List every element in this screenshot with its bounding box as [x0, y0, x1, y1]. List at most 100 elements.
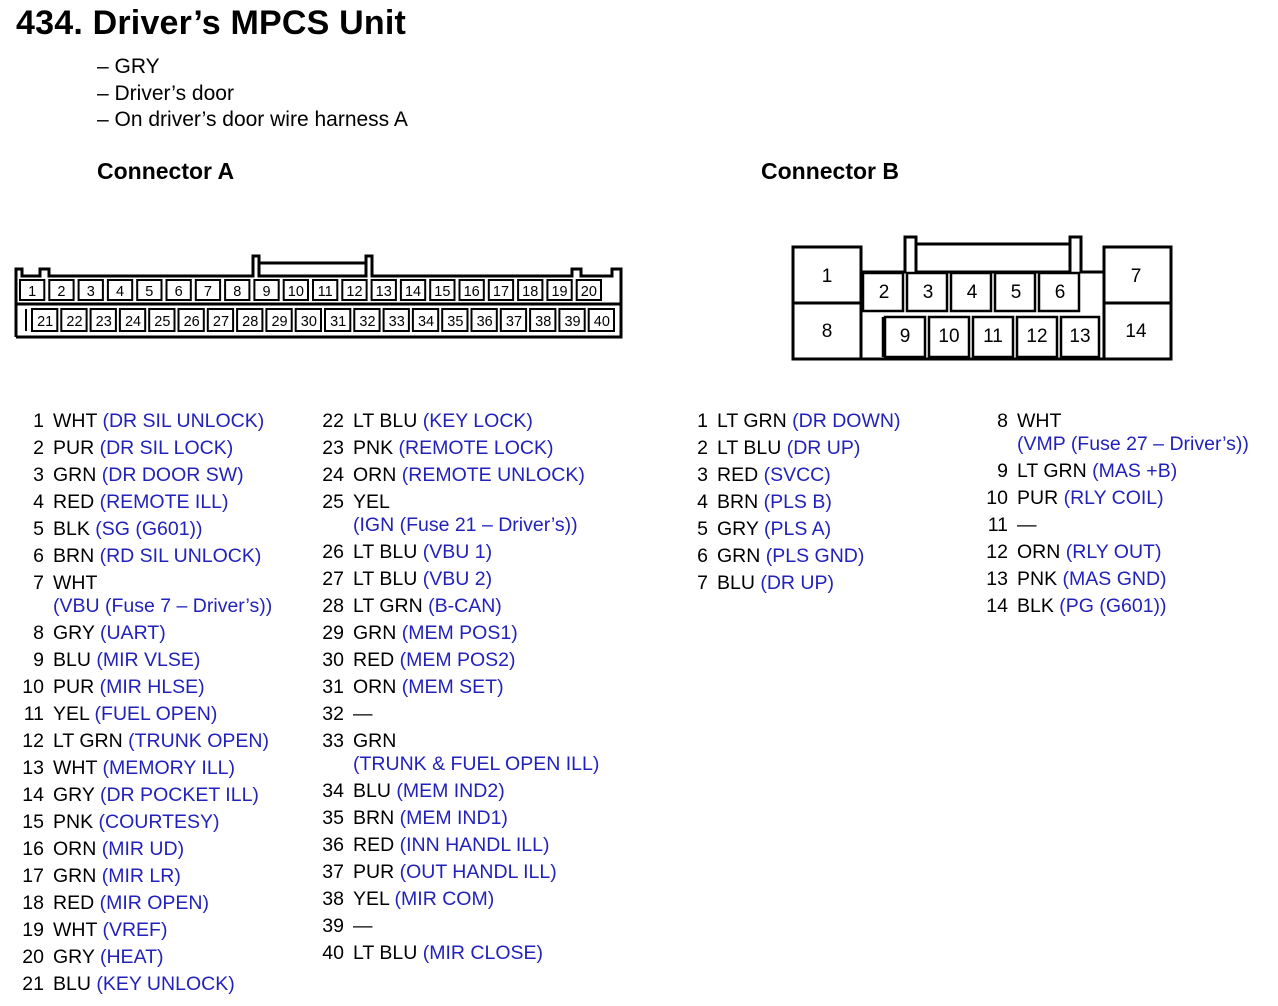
connector-a-cavity-number: 30: [301, 314, 317, 330]
signal-name: (MIR HLSE): [94, 676, 205, 698]
pin-number: 33: [322, 730, 344, 752]
wire-color: LT GRN (B-CAN): [353, 595, 502, 617]
connector-a-cavity-number: 17: [493, 284, 509, 300]
pin-row: 36 RED (INN HANDL ILL): [316, 832, 646, 859]
wire-color: LT BLU (DR UP): [717, 437, 861, 459]
wire-color: PUR (DR SIL LOCK): [53, 437, 234, 459]
wire-color: —: [1017, 514, 1037, 536]
connector-a-cavity: [470, 308, 498, 332]
wire-color: BLK (PG (G601)): [1017, 595, 1167, 617]
signal-name: (DR UP): [754, 572, 835, 594]
wire-color: RED (INN HANDL ILL): [353, 834, 550, 856]
connector-b-cavity-number: 11: [983, 326, 1003, 347]
connector-a-cavity-number: 8: [233, 284, 241, 300]
pin-number: 23: [322, 437, 344, 459]
signal-name: (COURTESY): [93, 811, 220, 833]
pin-number: 13: [986, 568, 1008, 590]
pin-number: 4: [697, 491, 708, 513]
connector-a-cavity: [575, 279, 603, 301]
wire-color: WHT (DR SIL UNLOCK): [53, 410, 265, 432]
connector-a-cavity-number: 33: [389, 314, 405, 330]
signal-name: (DR POCKET ILL): [94, 784, 259, 806]
connector-a-cavity-number: 1: [28, 284, 36, 300]
connector-b-cavity-number: 3: [923, 282, 934, 303]
connector-a-cavity-number: 12: [346, 284, 362, 300]
pin-number: 36: [322, 834, 344, 856]
pin-number: 13: [22, 757, 44, 779]
connector-a-cavity: [136, 279, 163, 301]
pin-number: 9: [33, 649, 44, 671]
connector-b-cavity: [861, 271, 905, 313]
connector-a-cavity: [517, 279, 544, 301]
signal-name: (KEY UNLOCK): [90, 973, 235, 995]
connector-a-cavity: [177, 308, 205, 332]
unit-info: – GRY – Driver’s door – On driver’s door…: [97, 54, 408, 134]
signal-name: (MAS +B): [1086, 460, 1178, 482]
connector-b-cavity-number: 4: [967, 282, 978, 303]
signal-name: (MEM POS1): [396, 622, 518, 644]
signal-name: (PLS A): [758, 518, 832, 540]
connector-a-cavity: [370, 279, 397, 301]
connector-a-body: [14, 254, 623, 339]
wire-color: RED (MEM POS2): [353, 649, 516, 671]
wire-color: GRN (MEM POS1): [353, 622, 518, 644]
pin-number: 7: [33, 572, 44, 594]
pin-number: 6: [697, 545, 708, 567]
connector-a-cavity: [60, 308, 88, 332]
signal-name: (VMP (Fuse 27 – Driver’s)): [1017, 433, 1249, 455]
connector-b-cavity: [883, 315, 927, 359]
connector-a-cavity: [324, 308, 352, 332]
wire-color: GRN: [353, 730, 397, 752]
pin-number: 15: [22, 811, 44, 833]
connector-a-cavity-number: 10: [288, 284, 304, 300]
wire-color: RED (MIR OPEN): [53, 892, 210, 914]
wire-color: —: [353, 915, 373, 937]
connector-b-cavity-number: 5: [1011, 282, 1022, 303]
connector-a-cavity: [31, 308, 59, 332]
connector-a-cavity-number: 21: [37, 314, 53, 330]
wire-color: BLU (MIR VLSE): [53, 649, 201, 671]
connector-a-cavity-number: 6: [175, 284, 183, 300]
connector-a-cavity-number: 36: [477, 314, 493, 330]
connector-a-cavity-number: 34: [418, 314, 434, 330]
wire-color: YEL (MIR COM): [353, 888, 495, 910]
connector-a-cavity: [487, 279, 515, 301]
pin-number: 12: [986, 541, 1008, 563]
connector-b-cavity-number: 1: [822, 266, 833, 287]
signal-name: (DR DOOR SW): [96, 464, 244, 486]
wire-color: BLU (DR UP): [717, 572, 835, 594]
signal-name: (MIR UD): [96, 838, 185, 860]
connector-a-cavity: [353, 308, 381, 332]
connector-a-cavity-number: 11: [318, 284, 333, 300]
pin-row: 9 BLU (MIR VLSE): [18, 647, 308, 674]
info-line-color: – GRY: [97, 55, 160, 78]
pin-number: 21: [22, 973, 44, 995]
page-title: 434. Driver’s MPCS Unit: [16, 4, 407, 42]
signal-name: (PLS B): [758, 491, 832, 513]
wire-color: PNK (REMOTE LOCK): [353, 437, 554, 459]
pin-number: 10: [22, 676, 44, 698]
connector-a-cavity: [499, 308, 528, 332]
pin-number: 2: [33, 437, 44, 459]
wire-color: RED (REMOTE ILL): [53, 491, 229, 513]
wire-color: WHT (VREF): [53, 919, 168, 941]
wire-color: LT BLU (MIR CLOSE): [353, 942, 543, 964]
